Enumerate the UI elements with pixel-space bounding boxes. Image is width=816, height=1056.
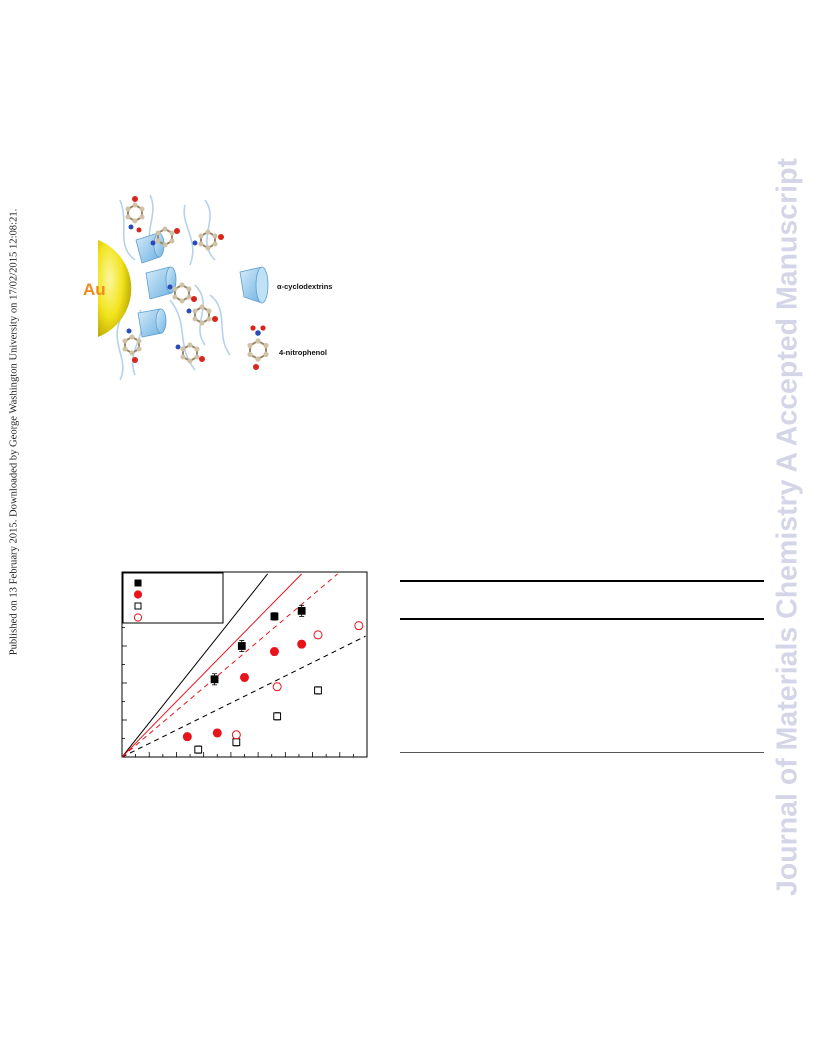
au-label: Au <box>83 280 106 299</box>
toc-graphic-svg: Au <box>83 194 332 381</box>
table-header-rule <box>400 618 764 620</box>
data-point <box>272 682 282 692</box>
data-point <box>240 672 249 682</box>
x-axis-ticks <box>121 752 368 757</box>
toc-graphic: Au <box>80 185 380 385</box>
fit-lines <box>121 573 366 758</box>
data-point <box>354 621 364 631</box>
data-point <box>237 642 246 650</box>
watermark: Journal of Materials Chemistry A Accepte… <box>768 110 808 945</box>
table-top-rule <box>400 580 764 582</box>
data-point <box>182 732 192 742</box>
data-point <box>231 730 241 740</box>
legend-nitrophenol-icon <box>247 325 269 370</box>
fit-line <box>121 635 366 758</box>
data-point <box>194 745 203 754</box>
data-point <box>134 602 142 610</box>
fit-line <box>121 573 303 758</box>
table <box>400 578 764 758</box>
legend-nitrophenol-label: 4-nitrophenol <box>279 348 327 357</box>
data-point <box>273 712 282 721</box>
gold-nanoparticle <box>98 240 132 337</box>
data-point <box>134 579 142 587</box>
legend-cyclodextrin-label: α-cyclodextrins <box>277 282 332 291</box>
data-point <box>270 612 279 621</box>
data-point <box>232 738 241 747</box>
nitrophenol-molecules <box>122 196 224 364</box>
data-point <box>314 686 322 695</box>
side-note: Published on 13 February 2015. Downloade… <box>2 209 26 656</box>
legend-cyclodextrin-icon <box>239 266 269 304</box>
table-bottom-rule <box>400 752 764 753</box>
data-point <box>210 675 219 684</box>
fit-line <box>121 573 269 758</box>
watermark-text: Journal of Materials Chemistry A Accepte… <box>771 157 804 897</box>
legend-items <box>133 579 143 622</box>
kinetics-chart-svg <box>121 571 368 758</box>
kinetics-chart <box>100 564 370 769</box>
data-point <box>269 647 279 657</box>
data-point <box>133 613 143 622</box>
data-markers <box>182 604 364 754</box>
data-point <box>313 630 323 640</box>
data-point <box>212 728 222 738</box>
data-point <box>297 606 306 615</box>
fit-line <box>121 573 338 758</box>
data-point <box>133 590 143 599</box>
data-point <box>297 639 307 649</box>
side-note-text: Published on 13 February 2015. Downloade… <box>8 208 20 656</box>
chart-legend <box>122 572 224 624</box>
